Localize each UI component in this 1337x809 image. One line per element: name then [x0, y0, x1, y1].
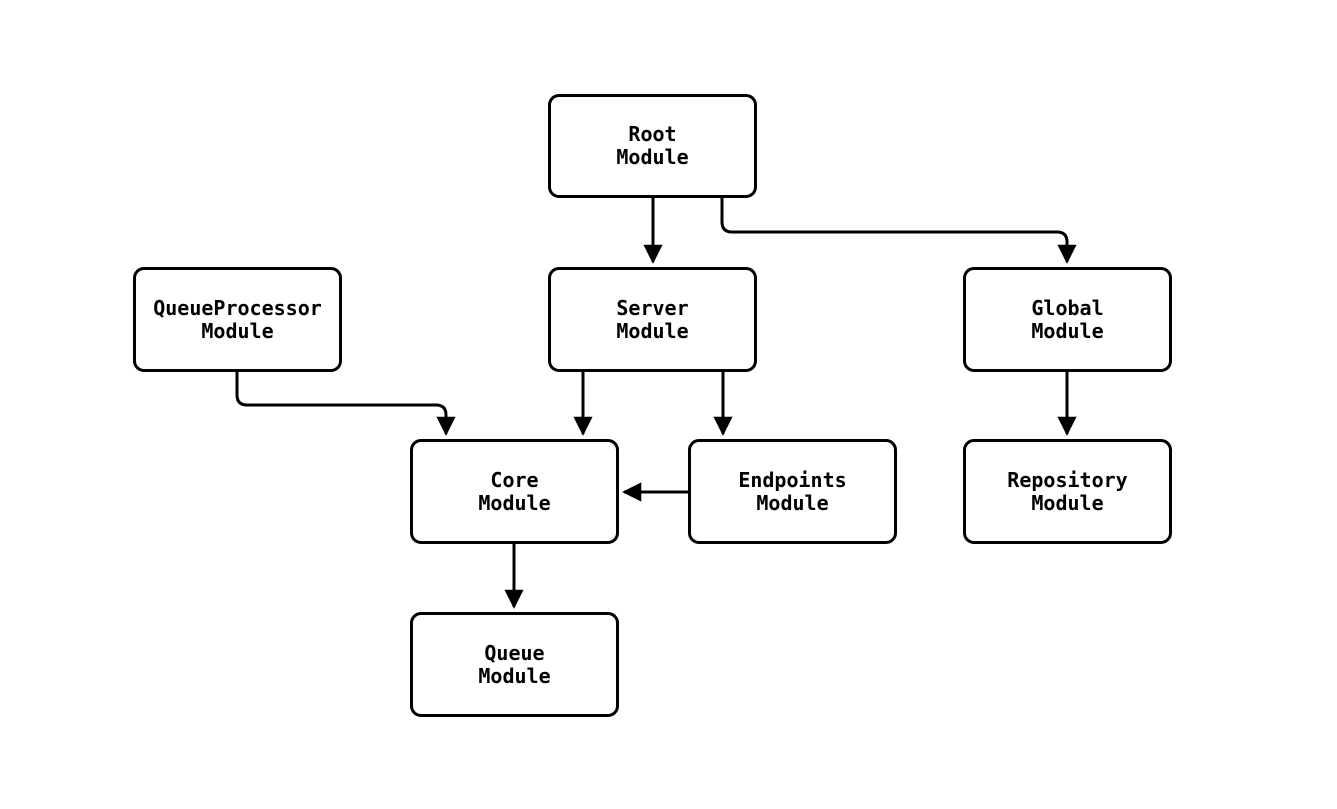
- node-global-module: Global Module: [963, 267, 1172, 372]
- node-queue-module: Queue Module: [410, 612, 619, 717]
- node-label: Queue: [484, 640, 545, 665]
- edge-queueprocessor-to-core: [235, 372, 456, 436]
- node-label: Module: [1031, 318, 1104, 343]
- node-repository-module: Repository Module: [963, 439, 1172, 544]
- node-server-module: Server Module: [548, 267, 757, 372]
- node-label: Server: [616, 295, 689, 320]
- node-endpoints-module: Endpoints Module: [688, 439, 897, 544]
- node-label: Root: [628, 122, 677, 146]
- node-label: Module: [1031, 490, 1104, 515]
- node-root-module: Root Module: [548, 94, 757, 198]
- node-label: Module: [756, 490, 829, 515]
- node-label: Module: [616, 145, 689, 169]
- node-label: Module: [616, 318, 689, 343]
- node-label: Endpoints: [738, 467, 847, 492]
- edge-root-to-global: [720, 198, 1077, 264]
- node-label: Repository: [1007, 467, 1128, 492]
- node-label: Module: [478, 663, 551, 688]
- node-core-module: Core Module: [410, 439, 619, 544]
- node-label: Module: [478, 490, 551, 515]
- node-queueprocessor-module: QueueProcessor Module: [133, 267, 342, 372]
- node-label: Module: [201, 318, 274, 343]
- node-label: QueueProcessor: [153, 295, 322, 320]
- node-label: Core: [490, 467, 539, 492]
- node-label: Global: [1031, 295, 1104, 320]
